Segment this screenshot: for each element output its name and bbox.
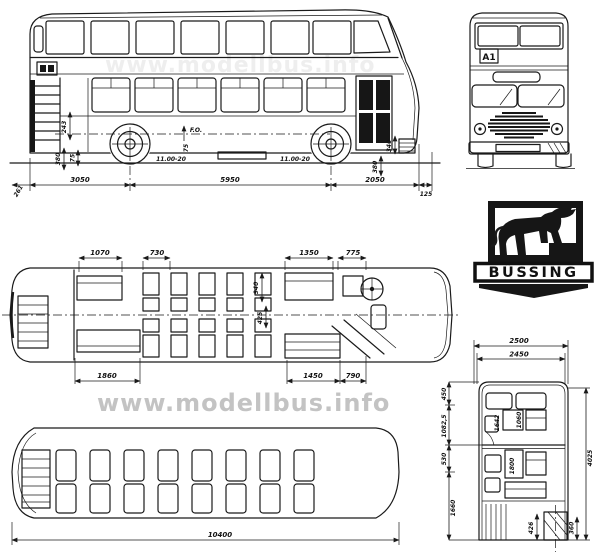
dim-lower-headroom: 1800 xyxy=(509,458,516,475)
side-route-sign xyxy=(36,61,58,76)
side-elevation-view: F.O. 75 243 380 75 340 380 11.00-20 11.0… xyxy=(9,9,441,198)
dim-wheelbase: 5950 xyxy=(220,176,240,184)
dim-overall-width: 2500 xyxy=(509,337,529,345)
dim-between-decks: 530 xyxy=(441,453,448,466)
dim-seat-height: 426 xyxy=(528,522,535,535)
dim-axle-to-front: 2050 xyxy=(365,176,385,184)
side-body-outline xyxy=(29,9,420,154)
dim-datum-offset: 75 xyxy=(183,144,190,152)
dim-driver-area: 775 xyxy=(346,249,361,257)
brand-name: BÜSSING xyxy=(489,263,579,281)
section-body-outline xyxy=(478,381,569,541)
front-body-outline xyxy=(469,12,569,154)
dim-overall-height: 4025 xyxy=(587,450,594,467)
front-bumper xyxy=(468,141,570,155)
dim-overall-length: 10400 xyxy=(208,531,232,539)
front-wheel xyxy=(309,122,353,166)
dim-upper-seat: 1060 xyxy=(516,412,523,429)
dim-body-width: 2450 xyxy=(509,351,529,359)
route-number: A1 xyxy=(482,53,495,63)
roof-stairs-hatch xyxy=(21,449,51,509)
headlight-right xyxy=(550,122,564,136)
grille xyxy=(488,112,550,139)
dim-upper-headroom: 1642 xyxy=(494,415,501,432)
front-door xyxy=(355,75,393,151)
dim-floor-datum: F.O. xyxy=(190,127,202,134)
wiper-right xyxy=(547,88,561,106)
dim-door-width: 790 xyxy=(346,372,361,380)
dim-aisle-width: 425 xyxy=(257,312,264,325)
lower-deck-plan-view: 1070 730 1350 775 940 425 1860 1450 790 xyxy=(2,249,458,384)
upper-windscreen-left xyxy=(477,25,519,47)
lion-tail xyxy=(490,225,504,248)
lower-plan-outline xyxy=(9,267,453,363)
rear-stairs-plan xyxy=(17,295,49,349)
bussing-lion-icon xyxy=(498,205,576,255)
watermark-text: www.modellbus.info xyxy=(97,389,390,417)
front-view: A1 xyxy=(466,12,575,169)
dim-floor-height: 380 xyxy=(55,153,62,166)
dim-lower-body: 1660 xyxy=(450,500,457,517)
logo-banner: BÜSSING xyxy=(473,261,594,283)
wiper-left xyxy=(499,88,513,106)
dim-rear-bench: 1070 xyxy=(90,249,110,257)
tire-size-rear: 11.00-20 xyxy=(156,156,186,163)
section-stairs xyxy=(485,504,507,540)
driver-seat xyxy=(342,275,364,297)
upper-deck-plan-view: 10400 xyxy=(11,427,400,545)
dim-ground-clearance: 360 xyxy=(569,522,576,535)
entry-step xyxy=(398,138,416,154)
logo-pedestal xyxy=(549,243,576,255)
bussing-logo: BÜSSING xyxy=(473,201,594,298)
dim-upper-window: 450 xyxy=(441,388,448,401)
cross-section-view: 2500 2450 1642 1060 1800 xyxy=(441,337,594,552)
lower-windscreen-left xyxy=(471,84,518,108)
dim-rear-step: 261 xyxy=(13,184,25,198)
roof-outline xyxy=(11,427,400,519)
section-tire xyxy=(543,505,568,552)
engine-cover-plan xyxy=(370,304,387,330)
steering-wheel xyxy=(360,277,384,301)
dim-rear-to-axle: 3050 xyxy=(70,176,90,184)
dim-step-height: 340 xyxy=(386,140,393,153)
rear-staircase xyxy=(30,77,89,153)
dim-upper-body: 1082,5 xyxy=(441,414,448,437)
front-wheel-right xyxy=(555,153,572,169)
destination-box xyxy=(492,71,541,83)
dim-front-bumper: 125 xyxy=(420,191,433,198)
dim-front-bench: 1350 xyxy=(299,249,319,257)
upper-windscreen-right xyxy=(519,25,561,47)
chevron-down-icon xyxy=(479,284,588,298)
lower-windscreen-right xyxy=(517,84,565,108)
route-number-box: A1 xyxy=(479,48,499,64)
tire-size-front: 11.00-20 xyxy=(280,156,310,163)
dim-seat-row-width: 940 xyxy=(253,282,260,295)
dim-stair-rise: 243 xyxy=(61,121,68,134)
front-wheel-left xyxy=(477,153,494,169)
dim-seat-pitch: 730 xyxy=(150,249,165,257)
headlight-left xyxy=(473,122,487,136)
dim-entry-floor: 380 xyxy=(372,161,379,174)
dim-front-bench-long: 1450 xyxy=(303,372,323,380)
dim-frame-depth: 75 xyxy=(70,154,77,162)
dim-rear-bench-long: 1860 xyxy=(97,372,117,380)
rear-wheel xyxy=(108,122,152,166)
